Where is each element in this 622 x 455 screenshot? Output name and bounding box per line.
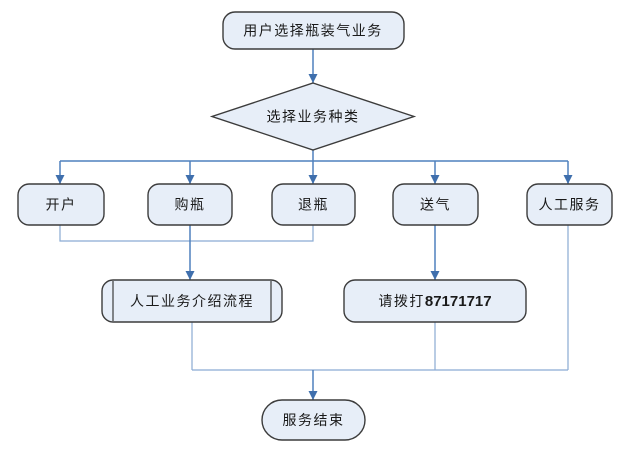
node-open-account-label: 开户 — [46, 197, 77, 214]
node-deliver-gas-shape — [392, 183, 479, 226]
node-start-shape — [222, 11, 405, 50]
node-end-shape — [261, 399, 366, 441]
node-open-account-shape — [17, 183, 105, 226]
node-decision: 选择业务种类 — [209, 82, 417, 151]
edge-open-return-join — [59, 225, 314, 242]
node-manual-service: 人工服务 — [526, 183, 613, 226]
node-open-account: 开户 — [17, 183, 105, 226]
node-end-label: 服务结束 — [283, 413, 345, 429]
node-start-label: 用户选择瓶装气业务 — [243, 23, 383, 40]
node-manual-service-label: 人工服务 — [539, 198, 601, 214]
node-call-process-shape — [343, 279, 527, 323]
node-buy-bottle-label: 购瓶 — [175, 198, 206, 214]
node-call-process-label: 请拨打87171717 — [378, 293, 491, 310]
node-call-process-prefix: 请拨打 — [378, 293, 425, 310]
node-decision-shape — [209, 82, 417, 151]
node-start: 用户选择瓶装气业务 — [222, 11, 405, 50]
node-intro-process: 人工业务介绍流程 — [101, 279, 283, 323]
node-return-bottle: 退瓶 — [271, 183, 356, 226]
node-buy-bottle-shape — [147, 183, 233, 226]
node-call-process-number: 87171717 — [425, 293, 492, 310]
node-call-process: 请拨打87171717 — [343, 279, 527, 323]
node-return-bottle-label: 退瓶 — [298, 198, 329, 214]
node-intro-process-shape — [101, 279, 283, 323]
node-deliver-gas-label: 送气 — [420, 198, 451, 214]
node-decision-label: 选择业务种类 — [267, 110, 360, 126]
node-return-bottle-shape — [271, 183, 356, 226]
node-deliver-gas: 送气 — [392, 183, 479, 226]
node-manual-service-shape — [526, 183, 613, 226]
node-end: 服务结束 — [261, 399, 366, 441]
node-buy-bottle: 购瓶 — [147, 183, 233, 226]
node-intro-process-label: 人工业务介绍流程 — [130, 294, 254, 310]
